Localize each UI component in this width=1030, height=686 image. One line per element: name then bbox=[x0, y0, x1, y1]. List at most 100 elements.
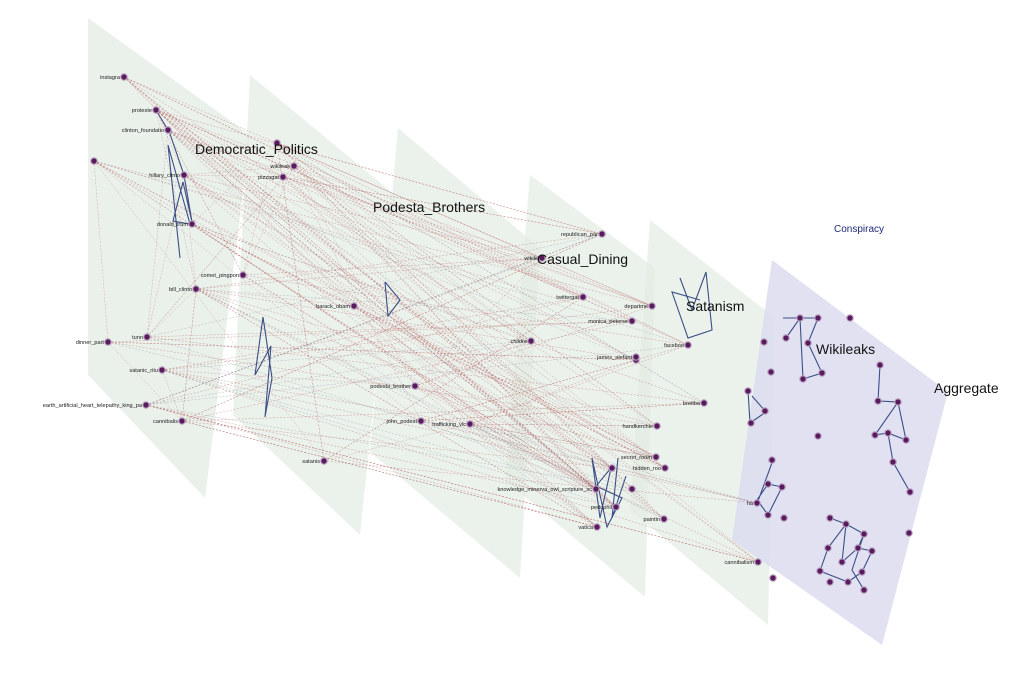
node[interactable] bbox=[868, 547, 876, 555]
node[interactable]: hidden_roo bbox=[633, 464, 669, 472]
node[interactable] bbox=[874, 397, 882, 405]
node[interactable]: breitba bbox=[683, 399, 708, 407]
node[interactable]: john_podest bbox=[386, 417, 425, 425]
node[interactable] bbox=[858, 568, 866, 576]
inter-layer-edge bbox=[107, 341, 758, 504]
node[interactable] bbox=[842, 520, 850, 528]
node-label: bill_clinto bbox=[169, 287, 192, 293]
node[interactable]: clinton_foundatio bbox=[122, 126, 172, 134]
node[interactable] bbox=[906, 488, 914, 496]
node[interactable]: childre bbox=[511, 337, 535, 345]
inter-layer-edge bbox=[191, 223, 597, 490]
node[interactable] bbox=[764, 511, 772, 519]
node[interactable]: paintin bbox=[644, 515, 668, 523]
node[interactable]: instagra bbox=[100, 73, 128, 81]
node[interactable]: departme bbox=[624, 302, 656, 310]
node[interactable]: hillary_clinto bbox=[149, 171, 188, 179]
node[interactable] bbox=[768, 456, 776, 464]
node[interactable]: twittergat bbox=[556, 293, 587, 301]
node[interactable]: wikile bbox=[523, 254, 546, 262]
inter-layer-edge bbox=[155, 109, 633, 322]
node[interactable] bbox=[747, 419, 755, 427]
node[interactable] bbox=[871, 431, 879, 439]
inter-layer-edge bbox=[167, 129, 653, 307]
node[interactable]: wikileak bbox=[269, 162, 298, 170]
node[interactable] bbox=[628, 485, 636, 493]
node[interactable] bbox=[90, 157, 98, 165]
node[interactable] bbox=[780, 514, 788, 522]
node[interactable] bbox=[796, 314, 804, 322]
node[interactable] bbox=[778, 483, 786, 491]
node[interactable] bbox=[826, 514, 834, 522]
inter-layer-edge bbox=[161, 305, 653, 371]
node[interactable] bbox=[799, 375, 807, 383]
node[interactable]: knowledge_minerva_owl_scripture_sc bbox=[497, 485, 600, 493]
node[interactable]: tunn bbox=[132, 333, 151, 341]
node[interactable]: donald_trum bbox=[157, 220, 196, 228]
node[interactable] bbox=[632, 353, 640, 361]
node[interactable] bbox=[744, 387, 752, 395]
node[interactable] bbox=[826, 578, 834, 586]
inter-layer-edge bbox=[167, 129, 471, 425]
inter-layer-edge bbox=[155, 109, 613, 469]
node[interactable] bbox=[894, 398, 902, 406]
node[interactable] bbox=[760, 338, 768, 346]
node[interactable]: proteste bbox=[132, 106, 160, 114]
node[interactable] bbox=[889, 458, 897, 466]
node[interactable] bbox=[769, 574, 777, 582]
inter-layer-edge bbox=[93, 160, 657, 458]
node[interactable]: podesta_brother bbox=[370, 382, 419, 390]
node[interactable] bbox=[814, 314, 822, 322]
node[interactable]: satanic_ritu bbox=[129, 366, 166, 374]
node[interactable]: republican_par bbox=[561, 230, 606, 238]
node[interactable] bbox=[860, 530, 868, 538]
node[interactable]: secret_room bbox=[621, 453, 660, 461]
node[interactable]: pedophil bbox=[591, 503, 620, 511]
node[interactable]: bill_clinto bbox=[169, 285, 200, 293]
inter-layer-edge bbox=[123, 76, 653, 307]
node[interactable]: earth_artificial_heart_telepathy_king_pa bbox=[43, 401, 150, 409]
node[interactable]: barack_obam bbox=[316, 302, 358, 310]
node[interactable] bbox=[764, 480, 772, 488]
node[interactable] bbox=[608, 464, 616, 472]
node[interactable] bbox=[816, 567, 824, 575]
node[interactable]: ha bbox=[747, 499, 761, 507]
inter-layer-edge bbox=[420, 420, 657, 458]
node[interactable] bbox=[818, 369, 826, 377]
node[interactable] bbox=[905, 529, 913, 537]
node[interactable] bbox=[767, 368, 775, 376]
node[interactable]: faceboo bbox=[664, 341, 692, 349]
inter-layer-edge bbox=[276, 142, 532, 342]
node[interactable]: vatica bbox=[578, 523, 601, 531]
inter-layer-edge bbox=[323, 460, 758, 504]
node[interactable] bbox=[782, 334, 790, 342]
inter-layer-edge bbox=[282, 176, 759, 563]
node[interactable] bbox=[902, 436, 910, 444]
node-label: pizzagat bbox=[258, 175, 279, 181]
node[interactable] bbox=[860, 586, 868, 594]
node-label: cannibalis bbox=[153, 419, 178, 425]
node[interactable]: monica_peterse bbox=[588, 317, 636, 325]
node[interactable]: dinner_part bbox=[76, 338, 112, 346]
inter-layer-edge bbox=[242, 274, 597, 490]
node[interactable]: cannibalis bbox=[153, 417, 186, 425]
inter-layer-edge bbox=[123, 76, 658, 427]
node[interactable] bbox=[876, 361, 884, 369]
node[interactable] bbox=[824, 544, 832, 552]
node[interactable] bbox=[838, 558, 846, 566]
node[interactable] bbox=[273, 139, 281, 147]
node[interactable] bbox=[804, 339, 812, 347]
node[interactable]: cannibalism bbox=[724, 558, 762, 566]
node[interactable] bbox=[846, 314, 854, 322]
node[interactable] bbox=[884, 429, 892, 437]
inter-layer-edge bbox=[183, 174, 665, 520]
node[interactable]: handkerchie bbox=[623, 422, 661, 430]
node[interactable] bbox=[844, 578, 852, 586]
node[interactable]: pizzagat bbox=[258, 173, 287, 181]
node[interactable]: satanis bbox=[302, 457, 328, 465]
node[interactable] bbox=[854, 544, 862, 552]
node[interactable]: comet_pingpon bbox=[201, 271, 247, 279]
node[interactable] bbox=[814, 432, 822, 440]
node[interactable]: trafficking_vic bbox=[432, 420, 474, 428]
node[interactable] bbox=[761, 407, 769, 415]
